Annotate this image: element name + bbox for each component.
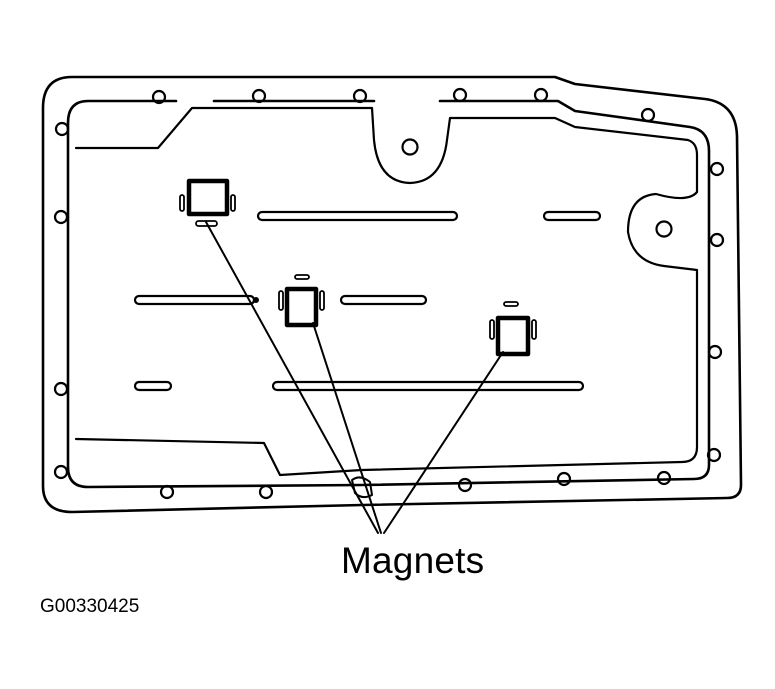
rib [339,294,428,306]
bolt-hole [533,87,549,103]
rib [271,380,585,392]
pan-bolt-holes [53,87,725,500]
bolt-hole [556,471,572,487]
bolt-hole [656,470,672,486]
bolt-hole [251,88,267,104]
rib [133,380,173,392]
rib [542,210,602,222]
pan-ribs [133,210,602,392]
bolt-hole [707,344,723,360]
boss-hole [401,138,419,156]
pan-outer-flange [41,75,743,514]
rib [256,210,459,222]
rib-end-dot [253,297,259,303]
magnets-leader-lines [205,221,504,534]
pan-floor-outline [74,106,699,477]
bolt-hole [54,121,70,137]
bolt-hole [159,484,175,500]
bolt-hole [640,107,656,123]
bolt-hole [53,209,69,225]
leader-line [312,322,382,534]
magnets-label: Magnets [341,540,485,581]
bolt-hole [53,381,69,397]
bolt-hole [53,464,69,480]
leader-line [383,351,504,534]
bolt-hole [706,447,722,463]
bolt-hole [709,161,725,177]
bolt-hole [457,477,473,493]
bolt-hole [352,88,368,104]
bolt-hole [709,232,725,248]
bolt-hole [151,89,167,105]
magnet [179,178,236,227]
magnet [278,274,325,328]
figure-id: G00330425 [40,596,140,617]
bolt-hole [258,484,274,500]
bolt-hole [452,87,468,103]
rib [133,294,256,306]
pan-inner-gasket-edge [66,99,711,489]
leader-line [205,221,379,534]
magnet [489,301,537,357]
boss-hole [655,220,673,238]
